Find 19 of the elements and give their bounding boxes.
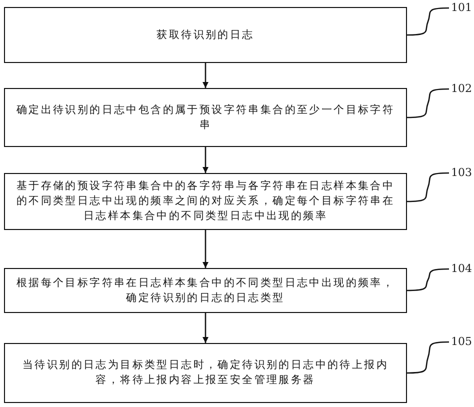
leader-line (407, 341, 449, 374)
process-box: 当待识别的日志为目标类型日志时，确定待识别的日志中的待上报内容，将待上报内容上报至安全管理服务器 (4, 343, 407, 403)
step-number: 101 (451, 2, 472, 14)
process-box: 获取待识别的日志 (4, 7, 407, 63)
leader-line (407, 268, 449, 292)
arrow (202, 147, 208, 173)
arrow (202, 313, 208, 343)
step-number: 103 (451, 167, 472, 179)
leader-line (407, 172, 449, 202)
leader-line (407, 88, 449, 118)
process-box: 基于存储的预设字符串集合中的各字符串与各字符串在日志样本集合中的不同类型日志中出现的频率之间的对应关系，确定每个目标字符串在日志样本集合中的不同类型日志中出现的频率 (4, 173, 407, 230)
step-number: 102 (451, 83, 472, 95)
process-box: 根据每个目标字符串在日志样本集合中的不同类型日志中出现的频率，确定待识别的日志的日志类型 (4, 268, 407, 313)
step-number: 105 (451, 336, 472, 348)
leader-line (407, 7, 449, 36)
arrow (202, 230, 208, 268)
arrow (202, 63, 208, 88)
step-number: 104 (451, 263, 472, 275)
process-box: 确定出待识别的日志中包含的属于预设字符串集合的至少一个目标字符串 (4, 88, 407, 147)
